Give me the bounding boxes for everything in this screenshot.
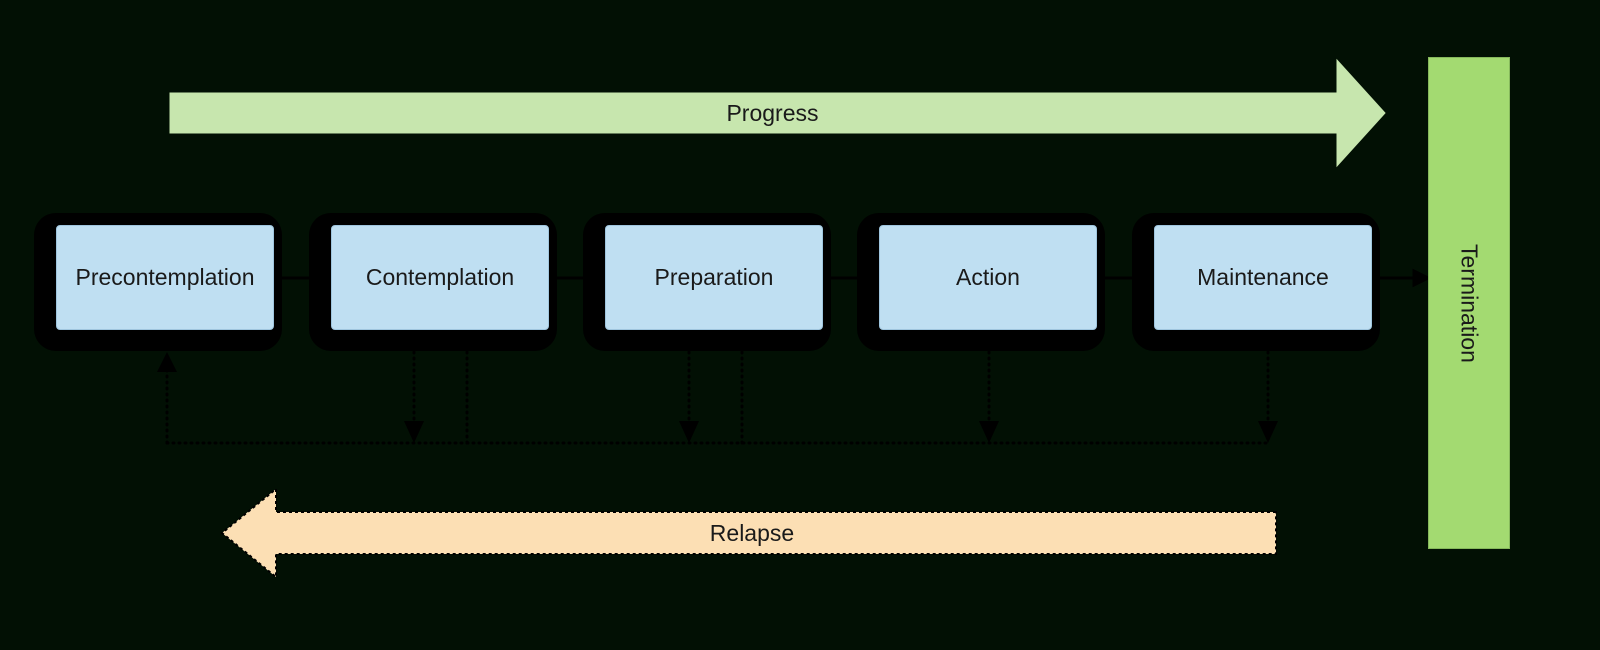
stage-box-preparation[interactable]: Preparation xyxy=(605,225,823,330)
stage-box-action[interactable]: Action xyxy=(879,225,1097,330)
progress-arrow-shape xyxy=(169,58,1386,168)
relapse-arrowhead-down-preparation xyxy=(679,421,699,443)
relapse-arrowheads xyxy=(157,352,1278,443)
stage-label-contemplation: Contemplation xyxy=(365,264,515,290)
stage-label-maintenance: Maintenance xyxy=(1197,264,1329,290)
relapse-arrowhead-down-maintenance xyxy=(1258,421,1278,443)
relapse-arrowhead-up-precontemplation xyxy=(157,352,177,372)
stage-label-preparation: Preparation xyxy=(654,264,774,290)
relapse-arrowhead-down-action xyxy=(979,421,999,443)
termination-label: Termination xyxy=(1456,243,1483,363)
stage-label-precontemplation: Precontemplation xyxy=(75,264,255,290)
relapse-connectors xyxy=(165,350,1270,445)
stage-box-precontemplation[interactable]: Precontemplation xyxy=(56,225,274,330)
relapse-arrow-shape xyxy=(220,486,1277,580)
termination-box[interactable]: Termination xyxy=(1428,57,1510,549)
stage-box-maintenance[interactable]: Maintenance xyxy=(1154,225,1372,330)
connector-arrowhead xyxy=(1412,268,1432,288)
stage-box-contemplation[interactable]: Contemplation xyxy=(331,225,549,330)
stage-label-action: Action xyxy=(956,264,1020,290)
relapse-arrowhead-down-contemplation xyxy=(404,421,424,443)
